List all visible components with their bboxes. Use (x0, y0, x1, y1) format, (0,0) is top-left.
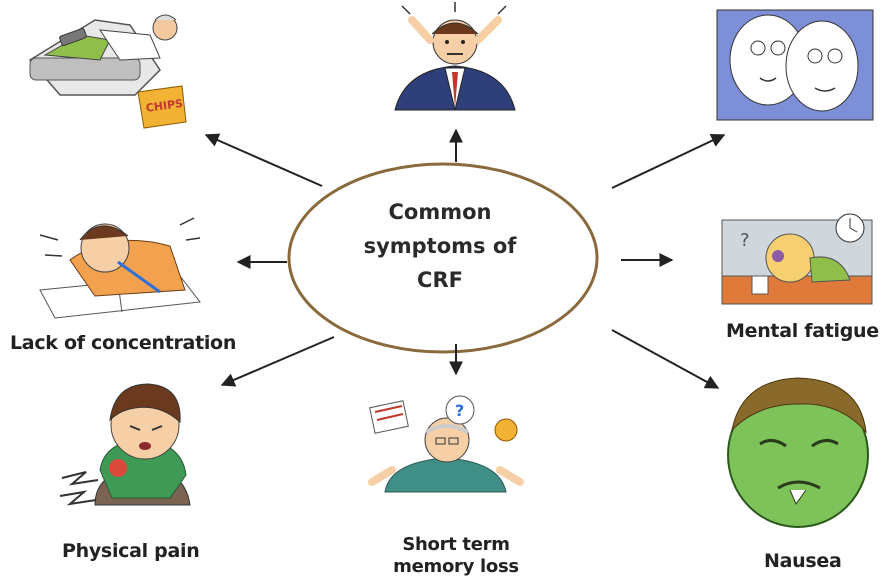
label-mental-fatigue: Mental fatigue (726, 320, 879, 342)
arrow-upper-right (611, 134, 726, 189)
nausea-illustration (727, 377, 869, 528)
label-physical-pain: Physical pain (62, 540, 200, 562)
svg-text:?: ? (740, 230, 750, 251)
label-memory-line-1: Short term (402, 534, 510, 555)
stressed-man-illustration (394, 2, 516, 111)
tired-faces-illustration (716, 9, 874, 121)
center-title: Common symptoms of CRF (320, 195, 560, 297)
center-ellipse (287, 162, 599, 354)
center-line-2: symptoms of (363, 234, 517, 258)
center-line-3: CRF (417, 268, 463, 292)
physical-pain-illustration (59, 383, 191, 506)
center-line-1: Common (388, 200, 492, 224)
label-lack-of-concentration: Lack of concentration (10, 332, 237, 354)
label-memory-line-2: memory loss (393, 556, 519, 577)
arrow-lower-right (611, 329, 720, 389)
lack-of-concentration-illustration (39, 217, 201, 319)
arrow-upper-left (204, 133, 323, 187)
chips-text: CHIPS (145, 97, 184, 115)
label-nausea: Nausea (764, 550, 842, 572)
memory-loss-illustration: ? (368, 395, 524, 493)
recliner-chips-illustration: CHIPS (28, 14, 187, 129)
svg-text:?: ? (455, 401, 464, 420)
arrow-lower-left (220, 336, 335, 387)
arrows (204, 128, 726, 389)
label-short-term-memory-loss: Short term memory loss (376, 534, 536, 578)
mental-fatigue-illustration: ? (721, 213, 873, 305)
